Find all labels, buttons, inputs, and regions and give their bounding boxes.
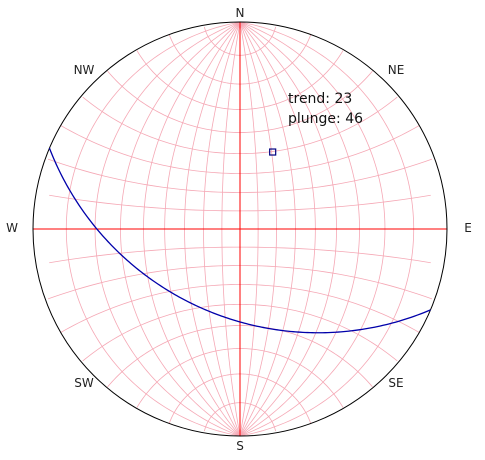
north-south-east-west-axes	[33, 22, 447, 436]
pole-marker	[269, 148, 277, 156]
compass-ne-label: NE	[388, 63, 405, 77]
primitive-circle	[32, 21, 448, 437]
compass-n-label: N	[236, 6, 245, 20]
plunge-label: plunge: 46	[288, 111, 363, 127]
trend-label: trend: 23	[288, 91, 352, 107]
compass-s-label: S	[236, 439, 244, 453]
compass-se-label: SE	[388, 376, 403, 390]
compass-w-label: W	[6, 221, 18, 235]
compass-nw-label: NW	[74, 63, 95, 77]
compass-sw-label: SW	[74, 376, 94, 390]
compass-e-label: E	[464, 221, 472, 235]
great-circle-plane	[48, 147, 431, 334]
